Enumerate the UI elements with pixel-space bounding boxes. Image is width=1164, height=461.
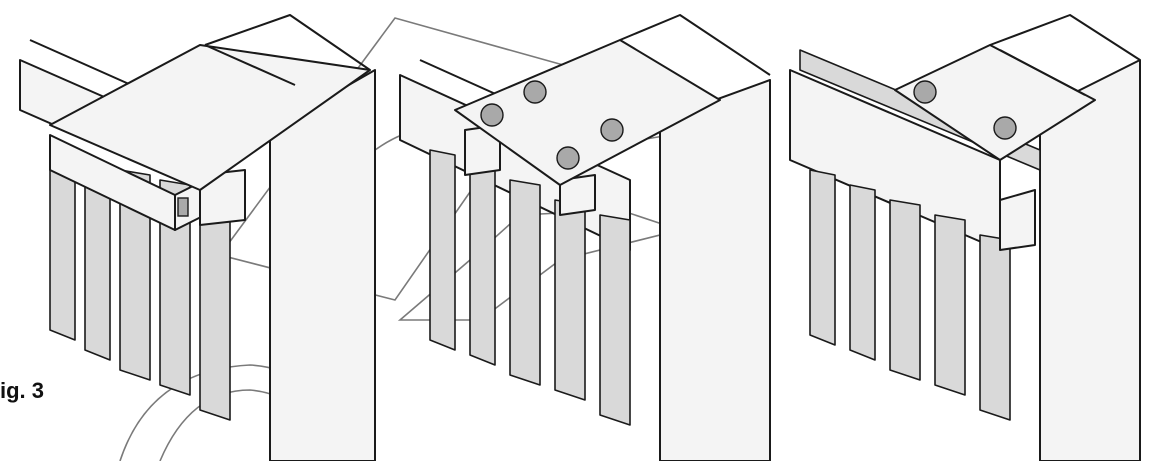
bolt-icon	[993, 116, 1017, 140]
panel-3-slat	[889, 199, 921, 381]
panel-2-slat	[469, 164, 496, 366]
panel-1	[19, 14, 376, 461]
panel-2-bracket	[559, 174, 596, 216]
panel-2-slat	[509, 179, 541, 386]
panel-3-top-back	[989, 14, 1141, 61]
figure-caption: ig. 3	[0, 378, 45, 403]
panel-1-top-back	[204, 14, 371, 71]
panel-2-top-plate	[454, 39, 721, 186]
panel-1-slat	[119, 169, 151, 381]
panel-3-top-seam	[999, 49, 1086, 96]
bolt-icon	[556, 146, 580, 170]
panel-1-top-seam	[204, 44, 296, 86]
bolt-icon	[480, 103, 504, 127]
panel-3-top-plate	[894, 44, 1096, 161]
panel-3-slat	[849, 184, 876, 361]
panel-3-headrail-end	[999, 189, 1036, 251]
panel-3-wall	[1039, 59, 1141, 461]
panel-3-slat	[934, 214, 966, 396]
panel-2-slat	[554, 199, 586, 401]
panel-3-slat	[979, 234, 1011, 421]
panel-2	[399, 14, 771, 461]
bolt-icon	[523, 80, 547, 104]
panel-1-bracket	[199, 169, 246, 226]
panel-2-wall	[659, 79, 771, 461]
panel-3-slat	[809, 169, 836, 346]
panel-2-slat	[429, 149, 456, 351]
panel-1-slat	[199, 199, 231, 421]
bolt-icon	[913, 80, 937, 104]
panel-1-clip	[177, 197, 189, 217]
bolt-icon	[600, 118, 624, 142]
panel-2-slat	[599, 214, 631, 426]
panel-3	[789, 14, 1141, 461]
panel-1-slat	[159, 179, 191, 396]
panel-2-top-back	[619, 14, 771, 76]
